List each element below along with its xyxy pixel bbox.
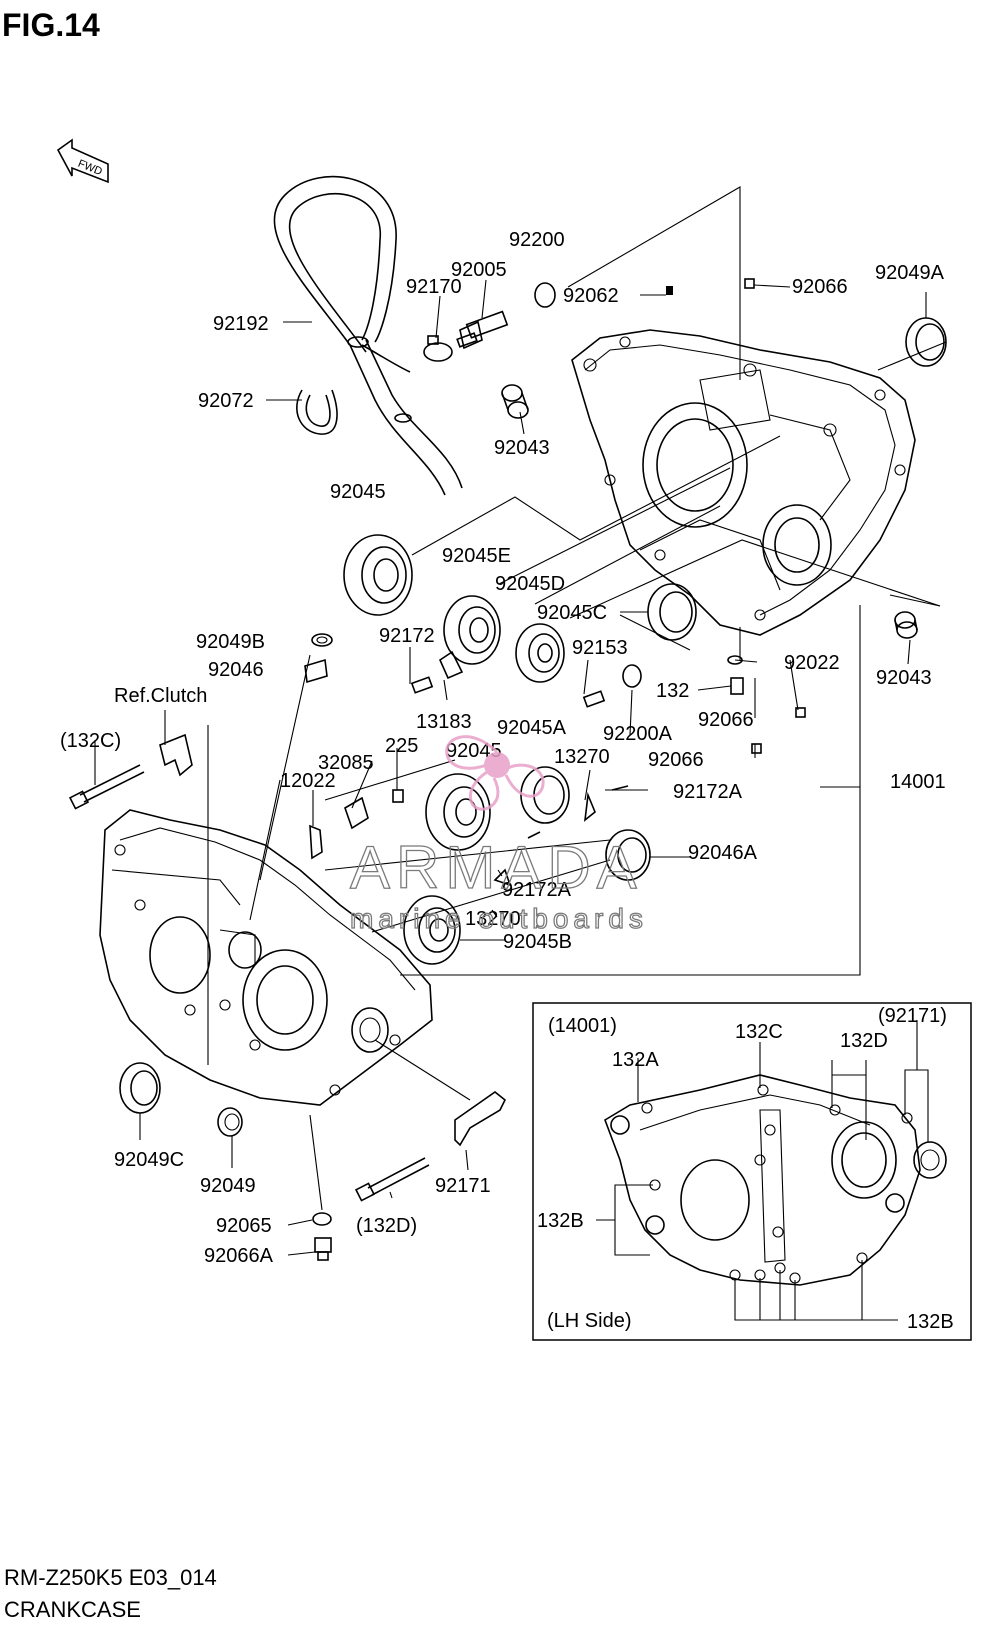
label-92172A-top: 92172A (673, 781, 743, 803)
label-32085: 32085 (318, 752, 374, 774)
inset-label-132D: 132D (840, 1030, 888, 1052)
fitting-92005 (456, 310, 509, 350)
label-225: 225 (385, 735, 418, 757)
inset-lh-side-view: (14001) (92171) 132C 132D 132A 132B (LH … (532, 1002, 972, 1341)
bearing-92045-mid (425, 773, 491, 851)
bearing-92045B (403, 895, 461, 965)
bolt-132C (68, 764, 145, 810)
watermark: ARMADA marine outboards (349, 735, 648, 935)
washer-92200 (534, 282, 556, 308)
bearing-92045-top (343, 534, 413, 616)
label-92046: 92046 (208, 659, 264, 681)
inset-frame (532, 1002, 972, 1341)
washer-92065 (312, 1212, 332, 1226)
propeller-logo-icon (445, 735, 545, 811)
label-92005: 92005 (451, 259, 507, 281)
watermark-tagline: marine outboards (350, 903, 648, 934)
oil-seal-92049A (905, 317, 947, 367)
crankcase-right-half (571, 329, 916, 636)
inset-side-label: (LH Side) (547, 1310, 631, 1332)
label-92066-low: 92066 (648, 749, 704, 771)
bushing-92043-right (894, 611, 918, 639)
ref-clutch-label: Ref.Clutch (114, 685, 207, 707)
needle-bearing-92046A (605, 829, 651, 881)
inset-ref-92171: (92171) (878, 1005, 947, 1027)
label-92062: 92062 (563, 285, 619, 307)
label-92045E: 92045E (442, 545, 511, 567)
label-92153: 92153 (572, 637, 628, 659)
bearing-92045E (443, 595, 501, 665)
label-92172A-low: 92172A (502, 879, 572, 901)
label-92072: 92072 (198, 390, 254, 412)
label-92049C: 92049C (114, 1149, 184, 1171)
leader-lines (94, 186, 947, 1256)
oil-seal-92049 (217, 1107, 243, 1137)
watermark-brand: ARMADA (350, 834, 643, 901)
clamp-92171 (454, 1091, 507, 1147)
label-14001: 14001 (890, 771, 946, 793)
section-name: CRANKCASE (4, 1597, 141, 1622)
breather-hose (273, 175, 463, 496)
label-92043-right: 92043 (876, 667, 932, 689)
part-labels: 92200 92005 92170 92062 92066 92049A 921… (60, 229, 946, 1267)
clamp-92072 (296, 389, 338, 435)
inset-label-132B-left: 132B (537, 1210, 584, 1232)
label-12022: 12022 (280, 770, 336, 792)
dowel-92066-top (744, 278, 755, 289)
label-92066A: 92066A (204, 1245, 274, 1267)
label-13270-low: 13270 (465, 908, 521, 930)
label-92065: 92065 (216, 1215, 272, 1237)
fwd-arrow-icon: FWD (56, 138, 109, 184)
label-92049B: 92049B (196, 631, 265, 653)
label-92049A: 92049A (875, 262, 945, 284)
label-132C-paren: (132C) (60, 730, 121, 752)
label-92045C: 92045C (537, 602, 607, 624)
label-92045D: 92045D (495, 573, 565, 595)
bearing-92045D (515, 623, 565, 683)
figure-title: FIG.14 (2, 7, 100, 43)
bearing-92045C (647, 583, 697, 641)
model-code: RM-Z250K5 E03_014 (4, 1565, 217, 1590)
label-13183: 13183 (416, 711, 472, 733)
label-92200: 92200 (509, 229, 565, 251)
small-hardware (304, 611, 918, 887)
label-92045B: 92045B (503, 931, 572, 953)
label-92066-mid: 92066 (698, 709, 754, 731)
label-92172: 92172 (379, 625, 435, 647)
label-92043-top: 92043 (494, 437, 550, 459)
bushing-92043-top (501, 384, 529, 419)
inset-label-132A: 132A (612, 1049, 659, 1071)
label-92045-top: 92045 (330, 481, 386, 503)
label-92170: 92170 (406, 276, 462, 298)
clamp-92170 (423, 335, 453, 362)
plug-92066A (314, 1237, 332, 1261)
bolt-132D (354, 1157, 430, 1202)
oil-seal-92049C (119, 1062, 161, 1114)
label-92192: 92192 (213, 313, 269, 335)
pin-92062 (666, 286, 673, 295)
label-92049: 92049 (200, 1175, 256, 1197)
label-92200A: 92200A (603, 723, 673, 745)
inset-label-132B-bottom: 132B (907, 1311, 954, 1333)
label-92046A: 92046A (688, 842, 758, 864)
label-92045A: 92045A (497, 717, 567, 739)
inset-ref-14001: (14001) (548, 1015, 617, 1037)
clutch-ref-part (159, 733, 193, 777)
label-132D-paren: (132D) (356, 1215, 417, 1237)
label-132: 132 (656, 680, 689, 702)
label-92171: 92171 (435, 1175, 491, 1197)
label-92066-top: 92066 (792, 276, 848, 298)
label-92022: 92022 (784, 652, 840, 674)
crankcase-left-half (99, 809, 433, 1106)
inset-label-132C: 132C (735, 1021, 783, 1043)
label-13270-top: 13270 (554, 746, 610, 768)
